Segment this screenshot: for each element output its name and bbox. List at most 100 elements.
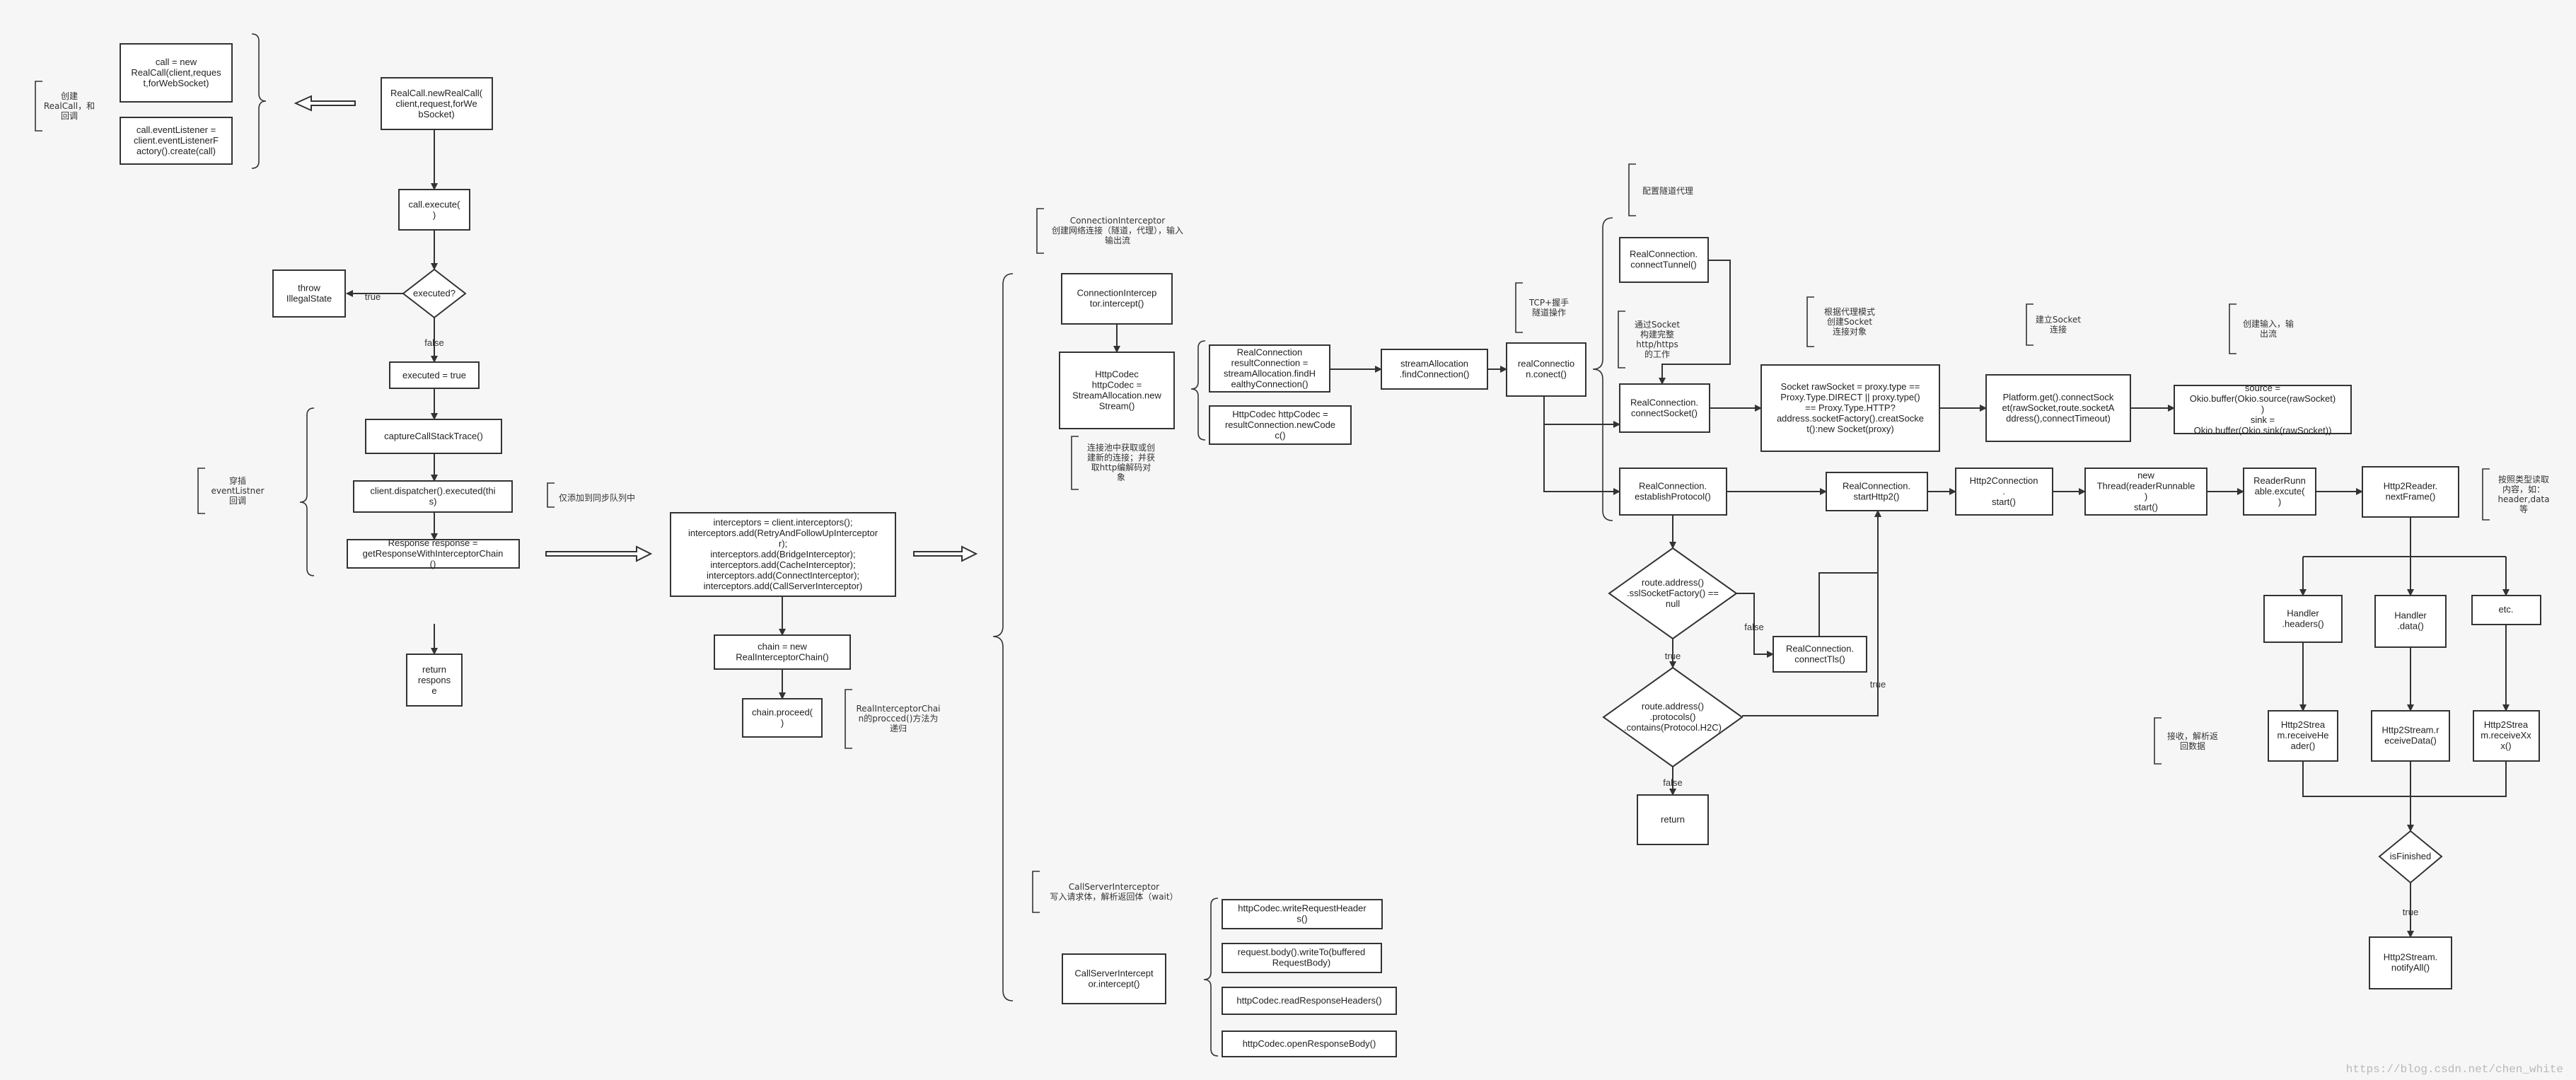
node-next-frame[interactable]: Http2Reader.nextFrame() — [2362, 466, 2459, 518]
node-event-listener[interactable]: call.eventListener =client.eventListener… — [120, 117, 233, 165]
edge-labels: true false false true true false true — [365, 291, 2418, 917]
label-true-proto: true — [1870, 679, 1886, 690]
annotation-tcp: TCP+握手隧道操作 — [1528, 297, 1569, 318]
svg-text:call.eventListener =client.eve: call.eventListener =client.eventListener… — [134, 124, 219, 156]
node-h2-start[interactable]: Http2Connection.start() — [1955, 468, 2053, 516]
node-execute[interactable]: call.execute() — [398, 189, 470, 231]
node-response[interactable]: Response response =getResponseWithInterc… — [347, 538, 520, 569]
svg-text:isFinished: isFinished — [2390, 851, 2432, 861]
edge-tls-starthttp2 — [1818, 510, 1881, 637]
svg-text:RealConnection.connectTls(): RealConnection.connectTls() — [1786, 644, 1854, 665]
annotation-add-queue: 仅添加到同步队列中 — [559, 492, 635, 503]
svg-text:route.address().protocols().co: route.address().protocols().contains(Pro… — [1624, 701, 1722, 733]
svg-text:ConnectionInterceptor.intercep: ConnectionInterceptor.intercept() — [1077, 288, 1157, 309]
node-read-headers[interactable]: httpCodec.readResponseHeaders() — [1222, 987, 1397, 1015]
node-httpcodec2[interactable]: HttpCodec httpCodec =resultConnection.ne… — [1209, 405, 1352, 445]
svg-text:streamAllocation.findConnectio: streamAllocation.findConnection() — [1400, 359, 1470, 380]
node-start-http2[interactable]: RealConnection.startHttp2() — [1826, 472, 1928, 511]
bracket-receive-parse — [2154, 717, 2162, 765]
svg-text:executed = true: executed = true — [402, 370, 466, 381]
bracket-tunnel-proxy — [1628, 163, 1636, 216]
node-connect-tls[interactable]: RealConnection.connectTls() — [1773, 636, 1867, 673]
bracket-create-realcall — [35, 81, 42, 132]
svg-text:Http2Reader.nextFrame(): Http2Reader.nextFrame() — [2384, 481, 2438, 502]
braces — [251, 33, 1613, 1057]
node-raw-socket[interactable]: Socket rawSocket = proxy.type ==Proxy.Ty… — [1760, 364, 1940, 452]
brace-realconnection — [1592, 217, 1613, 521]
node-capture[interactable]: captureCallStackTrace() — [365, 419, 502, 454]
svg-text:Socket rawSocket = proxy.type: Socket rawSocket = proxy.type ==Proxy.Ty… — [1777, 381, 1924, 434]
node-ssl-decision[interactable]: route.address().sslSocketFactory() ==nul… — [1608, 547, 1738, 640]
svg-text:Response response =getResponse: Response response =getResponseWithInterc… — [363, 538, 504, 569]
node-connect-tunnel[interactable]: RealConnection.connectTunnel() — [1619, 237, 1709, 283]
node-establish[interactable]: RealConnection.establishProtocol() — [1619, 468, 1727, 516]
node-newrealcall[interactable]: RealCall.newRealCall(client,request,forW… — [381, 77, 493, 130]
node-handler-headers[interactable]: Handler.headers() — [2263, 595, 2343, 643]
label-true-ssl: true — [1665, 651, 1681, 661]
bracket-callserver — [1032, 871, 1040, 913]
label-true-isfinished: true — [2403, 907, 2418, 917]
brace-create — [251, 33, 267, 169]
node-sa-find[interactable]: streamAllocation.findConnection() — [1381, 349, 1488, 390]
node-handler-data[interactable]: Handler.data() — [2374, 595, 2447, 648]
label-false-proto: false — [1663, 777, 1682, 788]
bracket-create-io — [2229, 303, 2236, 354]
svg-text:Handler.headers(): Handler.headers() — [2282, 608, 2323, 629]
edge-recv-merge — [2302, 761, 2507, 797]
node-etc[interactable]: etc. — [2471, 595, 2541, 625]
node-chain-proceed[interactable]: chain.proceed() — [742, 698, 823, 738]
bracket-read-by-type — [2482, 468, 2490, 521]
node-executed-decision[interactable]: executed? — [402, 268, 467, 319]
edge-proto-starthttp2 — [1742, 510, 1881, 716]
brace-main — [992, 273, 1014, 1001]
annotation-create-io: 创建输入，输出流 — [2243, 318, 2294, 339]
svg-text:Handler.data(): Handler.data() — [2394, 610, 2427, 632]
svg-text:RealCall.newRealCall(client,re: RealCall.newRealCall(client,request,forW… — [390, 88, 483, 120]
edge-tunnel-connectsocket — [1659, 260, 1731, 385]
node-okio[interactable]: source =Okio.buffer(Okio.source(rawSocke… — [2174, 383, 2352, 436]
node-notify-all[interactable]: Http2Stream.notifyAll() — [2369, 936, 2452, 989]
node-is-finished[interactable]: isFinished — [2378, 830, 2443, 884]
node-interceptors[interactable]: interceptors = client.interceptors();int… — [670, 512, 896, 597]
node-proto-decision[interactable]: route.address().protocols().contains(Pro… — [1602, 666, 1744, 768]
node-open-body[interactable]: httpCodec.openResponseBody() — [1222, 1030, 1397, 1057]
svg-text:request.body().writeTo(buffere: request.body().writeTo(bufferedRequestBo… — [1238, 947, 1365, 968]
brace-connect — [1190, 340, 1206, 441]
node-executed-true[interactable]: executed = true — [389, 361, 480, 389]
block-arrow-right-2 — [913, 545, 978, 562]
label-true-throw: true — [365, 291, 381, 302]
node-return[interactable]: return — [1637, 794, 1709, 845]
node-connect-socket[interactable]: RealConnection.connectSocket() — [1619, 383, 1710, 433]
svg-text:source =Okio.buffer(Okio.sourc: source =Okio.buffer(Okio.source(rawSocke… — [2190, 383, 2336, 436]
svg-text:return: return — [1661, 814, 1685, 825]
